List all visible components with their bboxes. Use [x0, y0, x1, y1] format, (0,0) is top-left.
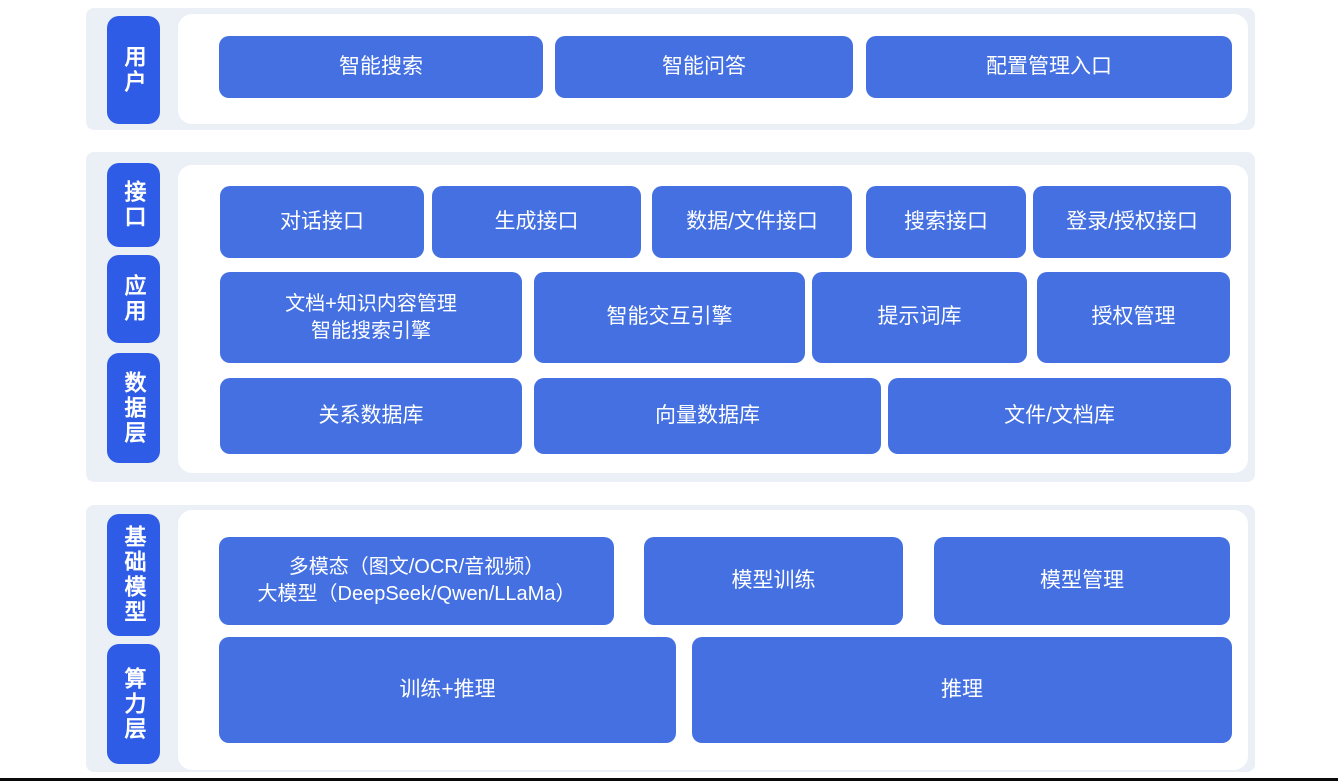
box-model-management-text: 模型管理 — [1040, 568, 1124, 592]
box-config-management-entry: 配置管理入口 — [866, 36, 1232, 98]
box-vector-db: 向量数据库 — [534, 378, 881, 454]
box-data-file-api-text: 数据/文件接口 — [686, 209, 818, 233]
box-search-api-text: 搜索接口 — [904, 209, 988, 233]
box-multimodal-llm: 多模态（图文/OCR/音视频） 大模型（DeepSeek/Qwen/LLaMa） — [219, 537, 614, 625]
box-login-auth-api-text: 登录/授权接口 — [1066, 209, 1198, 233]
box-smart-search: 智能搜索 — [219, 36, 543, 98]
box-dialog-api: 对话接口 — [220, 186, 424, 258]
box-vector-db-text: 向量数据库 — [655, 403, 760, 427]
box-multimodal-llm-line2: 大模型（DeepSeek/Qwen/LLaMa） — [257, 583, 576, 605]
label-user-text: 用户 — [121, 45, 147, 95]
box-file-doc-store-text: 文件/文档库 — [1004, 403, 1115, 427]
box-relational-db-text: 关系数据库 — [318, 403, 424, 427]
box-config-management-entry-text: 配置管理入口 — [986, 54, 1112, 78]
label-application-text: 应用 — [121, 274, 147, 324]
box-model-training-text: 模型训练 — [731, 568, 816, 592]
box-model-management: 模型管理 — [934, 537, 1230, 625]
label-foundation-model: 基础模型 — [107, 514, 160, 636]
box-smart-qa: 智能问答 — [555, 36, 853, 98]
box-search-api: 搜索接口 — [866, 186, 1026, 258]
box-training-inference: 训练+推理 — [219, 637, 676, 743]
label-data-layer-text: 数据层 — [121, 370, 147, 446]
box-prompt-library-text: 提示词库 — [877, 305, 962, 329]
box-data-file-api: 数据/文件接口 — [652, 186, 852, 258]
box-inference: 推理 — [692, 637, 1232, 743]
box-model-training: 模型训练 — [644, 537, 903, 625]
label-compute-layer: 算力层 — [107, 644, 160, 764]
box-file-doc-store: 文件/文档库 — [888, 378, 1231, 454]
label-interface: 接口 — [107, 163, 160, 247]
box-auth-management: 授权管理 — [1037, 272, 1230, 363]
box-doc-knowledge-search-engine: 文档+知识内容管理 智能搜索引擎 — [220, 272, 522, 363]
box-doc-knowledge-line1: 文档+知识内容管理 — [285, 292, 457, 315]
label-compute-layer-text: 算力层 — [121, 666, 147, 742]
box-dialog-api-text: 对话接口 — [280, 209, 364, 233]
box-login-auth-api: 登录/授权接口 — [1033, 186, 1231, 258]
box-doc-knowledge-line2: 智能搜索引擎 — [311, 319, 431, 342]
box-generation-api-text: 生成接口 — [494, 209, 579, 233]
box-relational-db: 关系数据库 — [220, 378, 522, 454]
label-interface-text: 接口 — [121, 180, 147, 230]
box-interaction-engine-text: 智能交互引擎 — [606, 305, 733, 329]
box-interaction-engine: 智能交互引擎 — [534, 272, 805, 363]
box-training-inference-text: 训练+推理 — [399, 677, 496, 701]
label-foundation-model-text: 基础模型 — [121, 525, 147, 625]
box-smart-qa-text: 智能问答 — [662, 54, 746, 78]
bottom-rule — [0, 778, 1338, 781]
label-application: 应用 — [107, 255, 160, 343]
box-auth-management-text: 授权管理 — [1091, 305, 1176, 329]
box-generation-api: 生成接口 — [432, 186, 641, 258]
box-inference-text: 推理 — [941, 677, 983, 701]
box-prompt-library: 提示词库 — [812, 272, 1027, 363]
label-user: 用户 — [107, 16, 160, 124]
label-data-layer: 数据层 — [107, 353, 160, 463]
box-smart-search-text: 智能搜索 — [339, 54, 423, 78]
box-multimodal-llm-line1: 多模态（图文/OCR/音视频） — [288, 556, 545, 578]
